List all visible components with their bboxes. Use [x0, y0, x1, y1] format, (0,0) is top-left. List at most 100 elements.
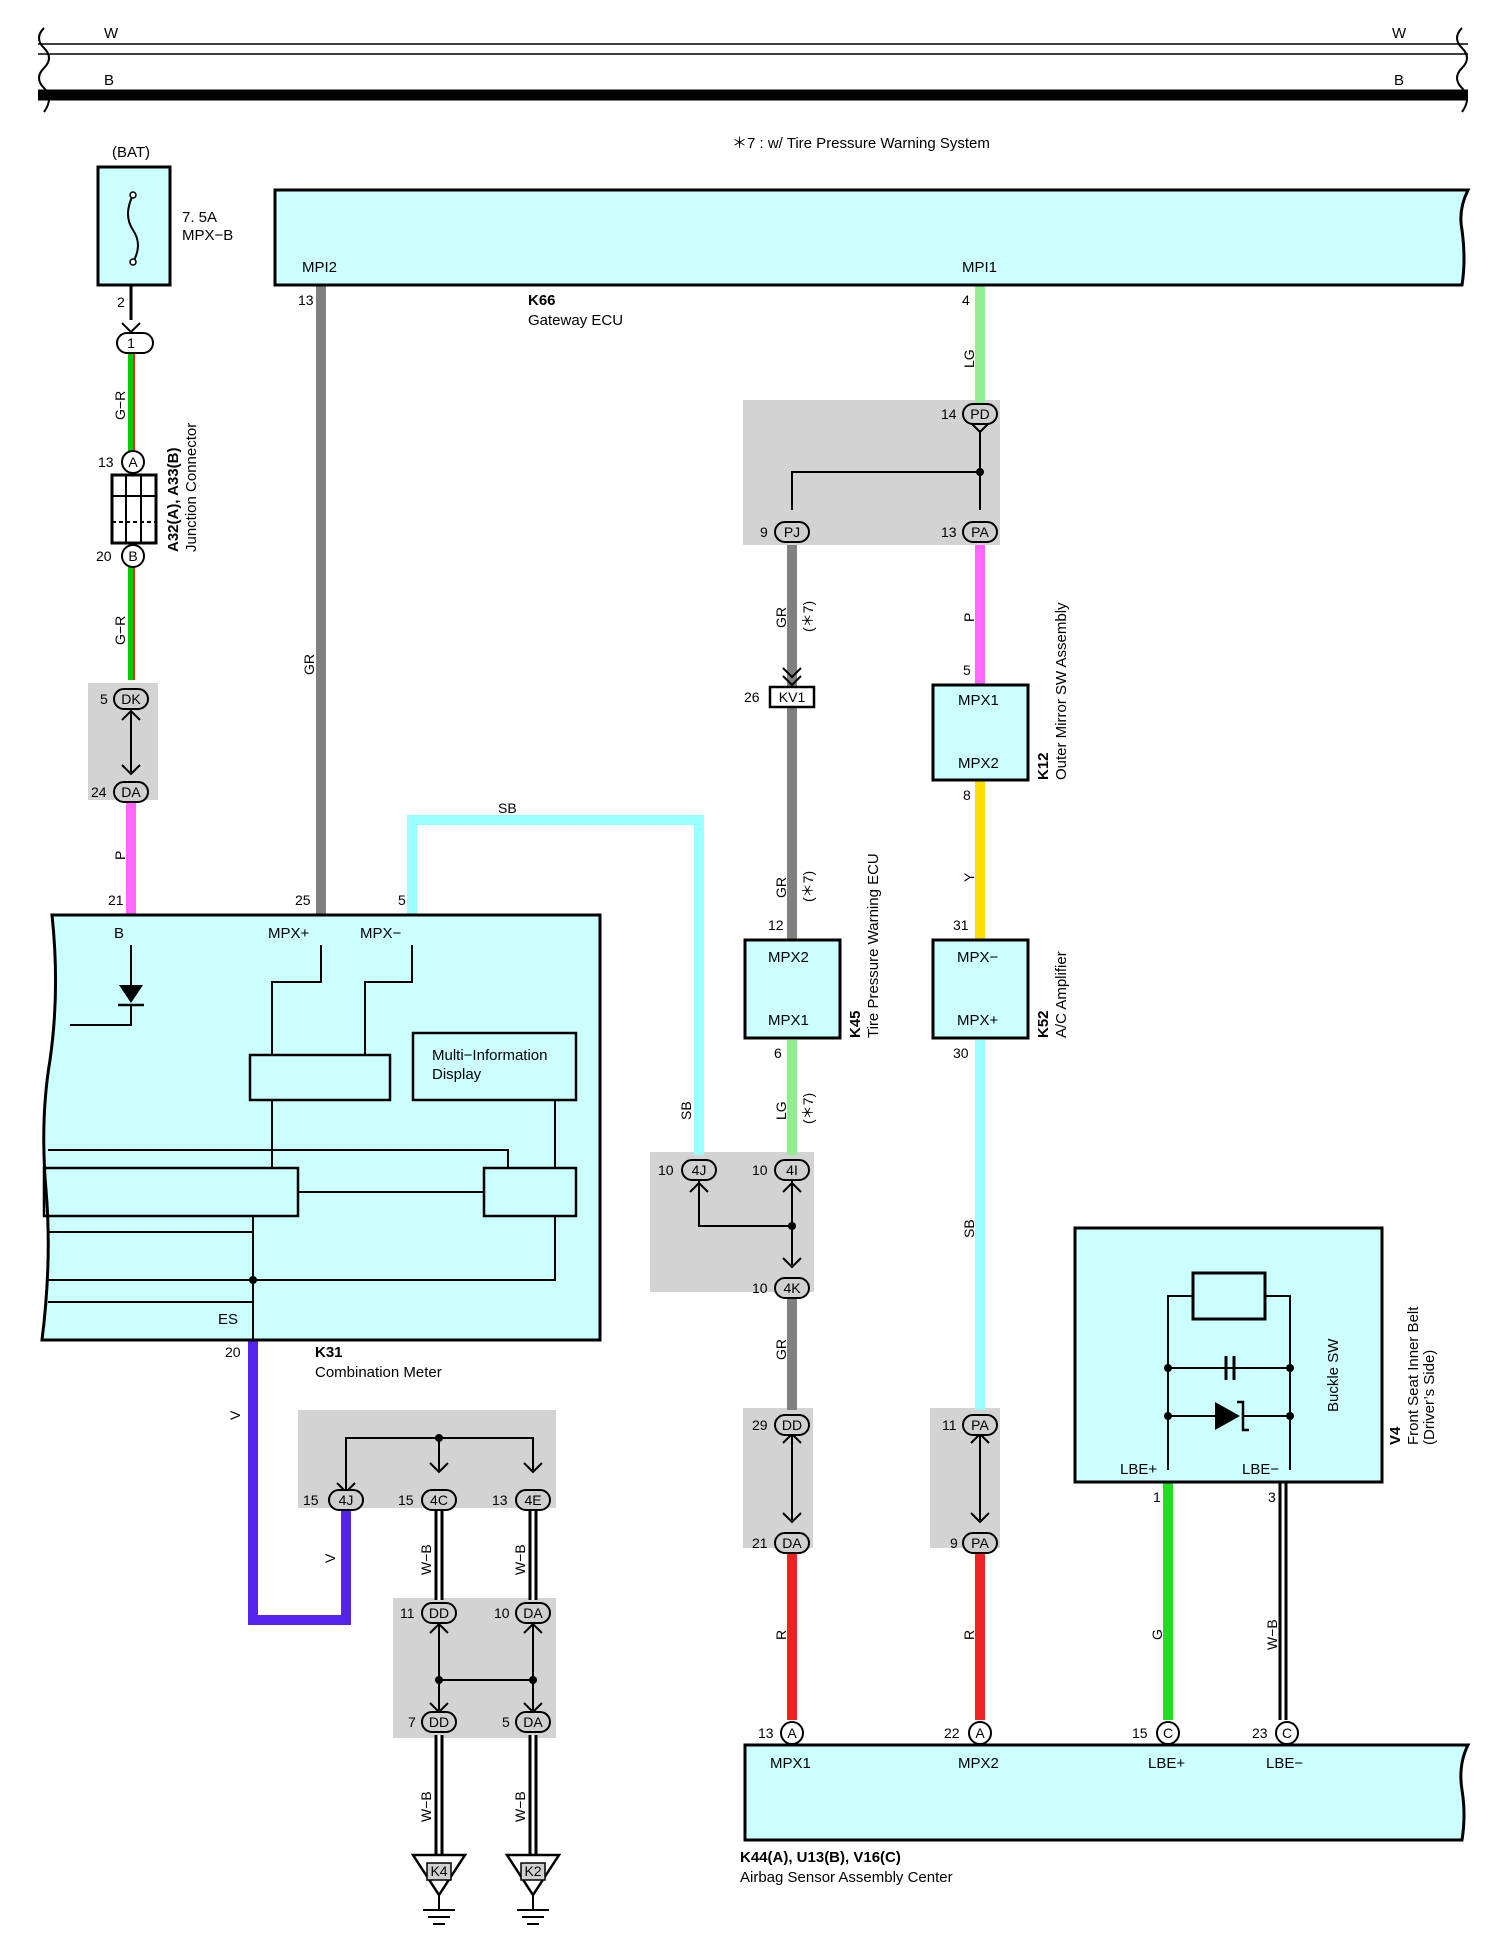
svg-text:23: 23 [1252, 1725, 1268, 1741]
svg-text:G−R: G−R [112, 616, 128, 645]
fuse-name: MPX−B [182, 227, 233, 244]
power-bus: W W B B [38, 25, 1468, 113]
ac-code: K52 [1035, 1010, 1052, 1038]
option-note: ＊7 : w/ Tire Pressure Warning System [732, 135, 990, 152]
svg-text:GR: GR [301, 654, 317, 675]
svg-text:Y: Y [961, 872, 977, 882]
svg-text:GR: GR [773, 607, 789, 628]
svg-text:21: 21 [108, 892, 124, 908]
belt-code: V4 [1387, 1426, 1404, 1445]
junction-code: A32(A), A33(B) [165, 448, 182, 552]
svg-text:22: 22 [944, 1725, 960, 1741]
fuse-pin: 2 [117, 294, 125, 310]
airbag-lbe-plus: LBE+ [1148, 1755, 1185, 1772]
bus-b-left: B [104, 72, 114, 89]
belt-lbe-plus: LBE+ [1120, 1461, 1157, 1478]
connector-pa-3: PA 9 [950, 1532, 998, 1554]
gateway-name: Gateway ECU [528, 312, 623, 329]
junction-connector: A 13 B 20 A32(A), A33(B) Junction Connec… [96, 423, 200, 568]
fuse-source-label: (BAT) [112, 144, 150, 161]
svg-text:1: 1 [127, 335, 135, 351]
airbag-lbe-minus: LBE− [1266, 1755, 1303, 1772]
junction-name: Junction Connector [183, 423, 200, 552]
svg-text:C: C [1163, 1725, 1173, 1741]
tpw-code: K45 [847, 1010, 864, 1038]
svg-text:SB: SB [498, 800, 517, 816]
connector-da-3: DA 10 [494, 1602, 551, 1624]
svg-text:4K: 4K [783, 1280, 801, 1296]
meter-name: Combination Meter [315, 1364, 442, 1381]
svg-text:GR: GR [773, 877, 789, 898]
svg-text:A: A [128, 454, 138, 470]
bus-w-right: W [1392, 25, 1407, 42]
svg-text:25: 25 [295, 892, 311, 908]
mirror-mpx2: MPX2 [958, 755, 999, 772]
svg-text:C: C [1282, 1725, 1292, 1741]
svg-text:GR: GR [773, 1339, 789, 1360]
meter-b: B [114, 925, 124, 942]
svg-text:W−B: W−B [418, 1791, 434, 1822]
connector-1: 1 [116, 332, 154, 354]
meter-mpx-minus: MPX− [360, 925, 402, 942]
svg-text:20: 20 [96, 548, 112, 564]
wire-labels: G−R G−R P GR SB SB LG GR (＊7) P GR (＊7) … [112, 349, 1280, 1822]
airbag-mpx2: MPX2 [958, 1755, 999, 1772]
tpw-mpx1: MPX1 [768, 1012, 809, 1029]
svg-text:10: 10 [752, 1162, 768, 1178]
outer-mirror-sw: MPX1 MPX2 5 8 K12 Outer Mirror SW Assemb… [931, 602, 1070, 803]
tire-pressure-ecu: MPX2 MPX1 12 6 K45 Tire Pressure Warning… [743, 853, 882, 1061]
meter-mpx-plus: MPX+ [268, 925, 310, 942]
svg-text:3: 3 [1268, 1489, 1276, 1505]
connector-dk: DK5 [100, 688, 149, 710]
svg-text:13: 13 [758, 1725, 774, 1741]
belt-side: (Driver’s Side) [1421, 1350, 1438, 1445]
svg-text:DA: DA [782, 1535, 802, 1551]
svg-text:11: 11 [942, 1417, 957, 1433]
svg-text:PA: PA [971, 1535, 989, 1551]
svg-text:V: V [227, 1410, 243, 1420]
svg-text:LG: LG [773, 1101, 789, 1120]
ground-k4: K4 [410, 1853, 468, 1925]
svg-text:5: 5 [502, 1714, 510, 1730]
gateway-ecu: MPI2 MPI1 13 4 K66 Gateway ECU [273, 188, 1471, 329]
ac-name: A/C Amplifier [1053, 951, 1070, 1038]
svg-text:20: 20 [225, 1344, 241, 1360]
mirror-code: K12 [1035, 752, 1052, 780]
svg-text:K4: K4 [430, 1863, 447, 1879]
svg-text:8: 8 [963, 787, 971, 803]
svg-text:4J: 4J [692, 1162, 707, 1178]
svg-text:10: 10 [494, 1605, 510, 1621]
mirror-mpx1: MPX1 [958, 692, 999, 709]
svg-text:R: R [961, 1630, 977, 1640]
svg-text:24: 24 [91, 784, 107, 800]
svg-text:13: 13 [492, 1492, 508, 1508]
svg-text:15: 15 [398, 1492, 414, 1508]
ground-k2: K2 [504, 1853, 562, 1925]
svg-text:W−B: W−B [512, 1544, 528, 1575]
svg-text:DA: DA [523, 1605, 543, 1621]
connector-da-4: DA5 [502, 1711, 551, 1733]
svg-text:DD: DD [429, 1605, 449, 1621]
svg-text:9: 9 [950, 1535, 958, 1551]
svg-text:P: P [112, 851, 128, 860]
svg-text:(＊7): (＊7) [800, 871, 816, 902]
svg-text:5: 5 [398, 892, 406, 908]
svg-text:5: 5 [100, 691, 108, 707]
svg-text:4: 4 [962, 292, 970, 308]
bus-b-right: B [1394, 72, 1404, 89]
svg-text:PD: PD [970, 406, 989, 422]
meter-es: ES [218, 1311, 238, 1328]
svg-text:KV1: KV1 [779, 689, 806, 705]
svg-text:(＊7): (＊7) [800, 601, 816, 632]
svg-text:4J: 4J [339, 1492, 354, 1508]
